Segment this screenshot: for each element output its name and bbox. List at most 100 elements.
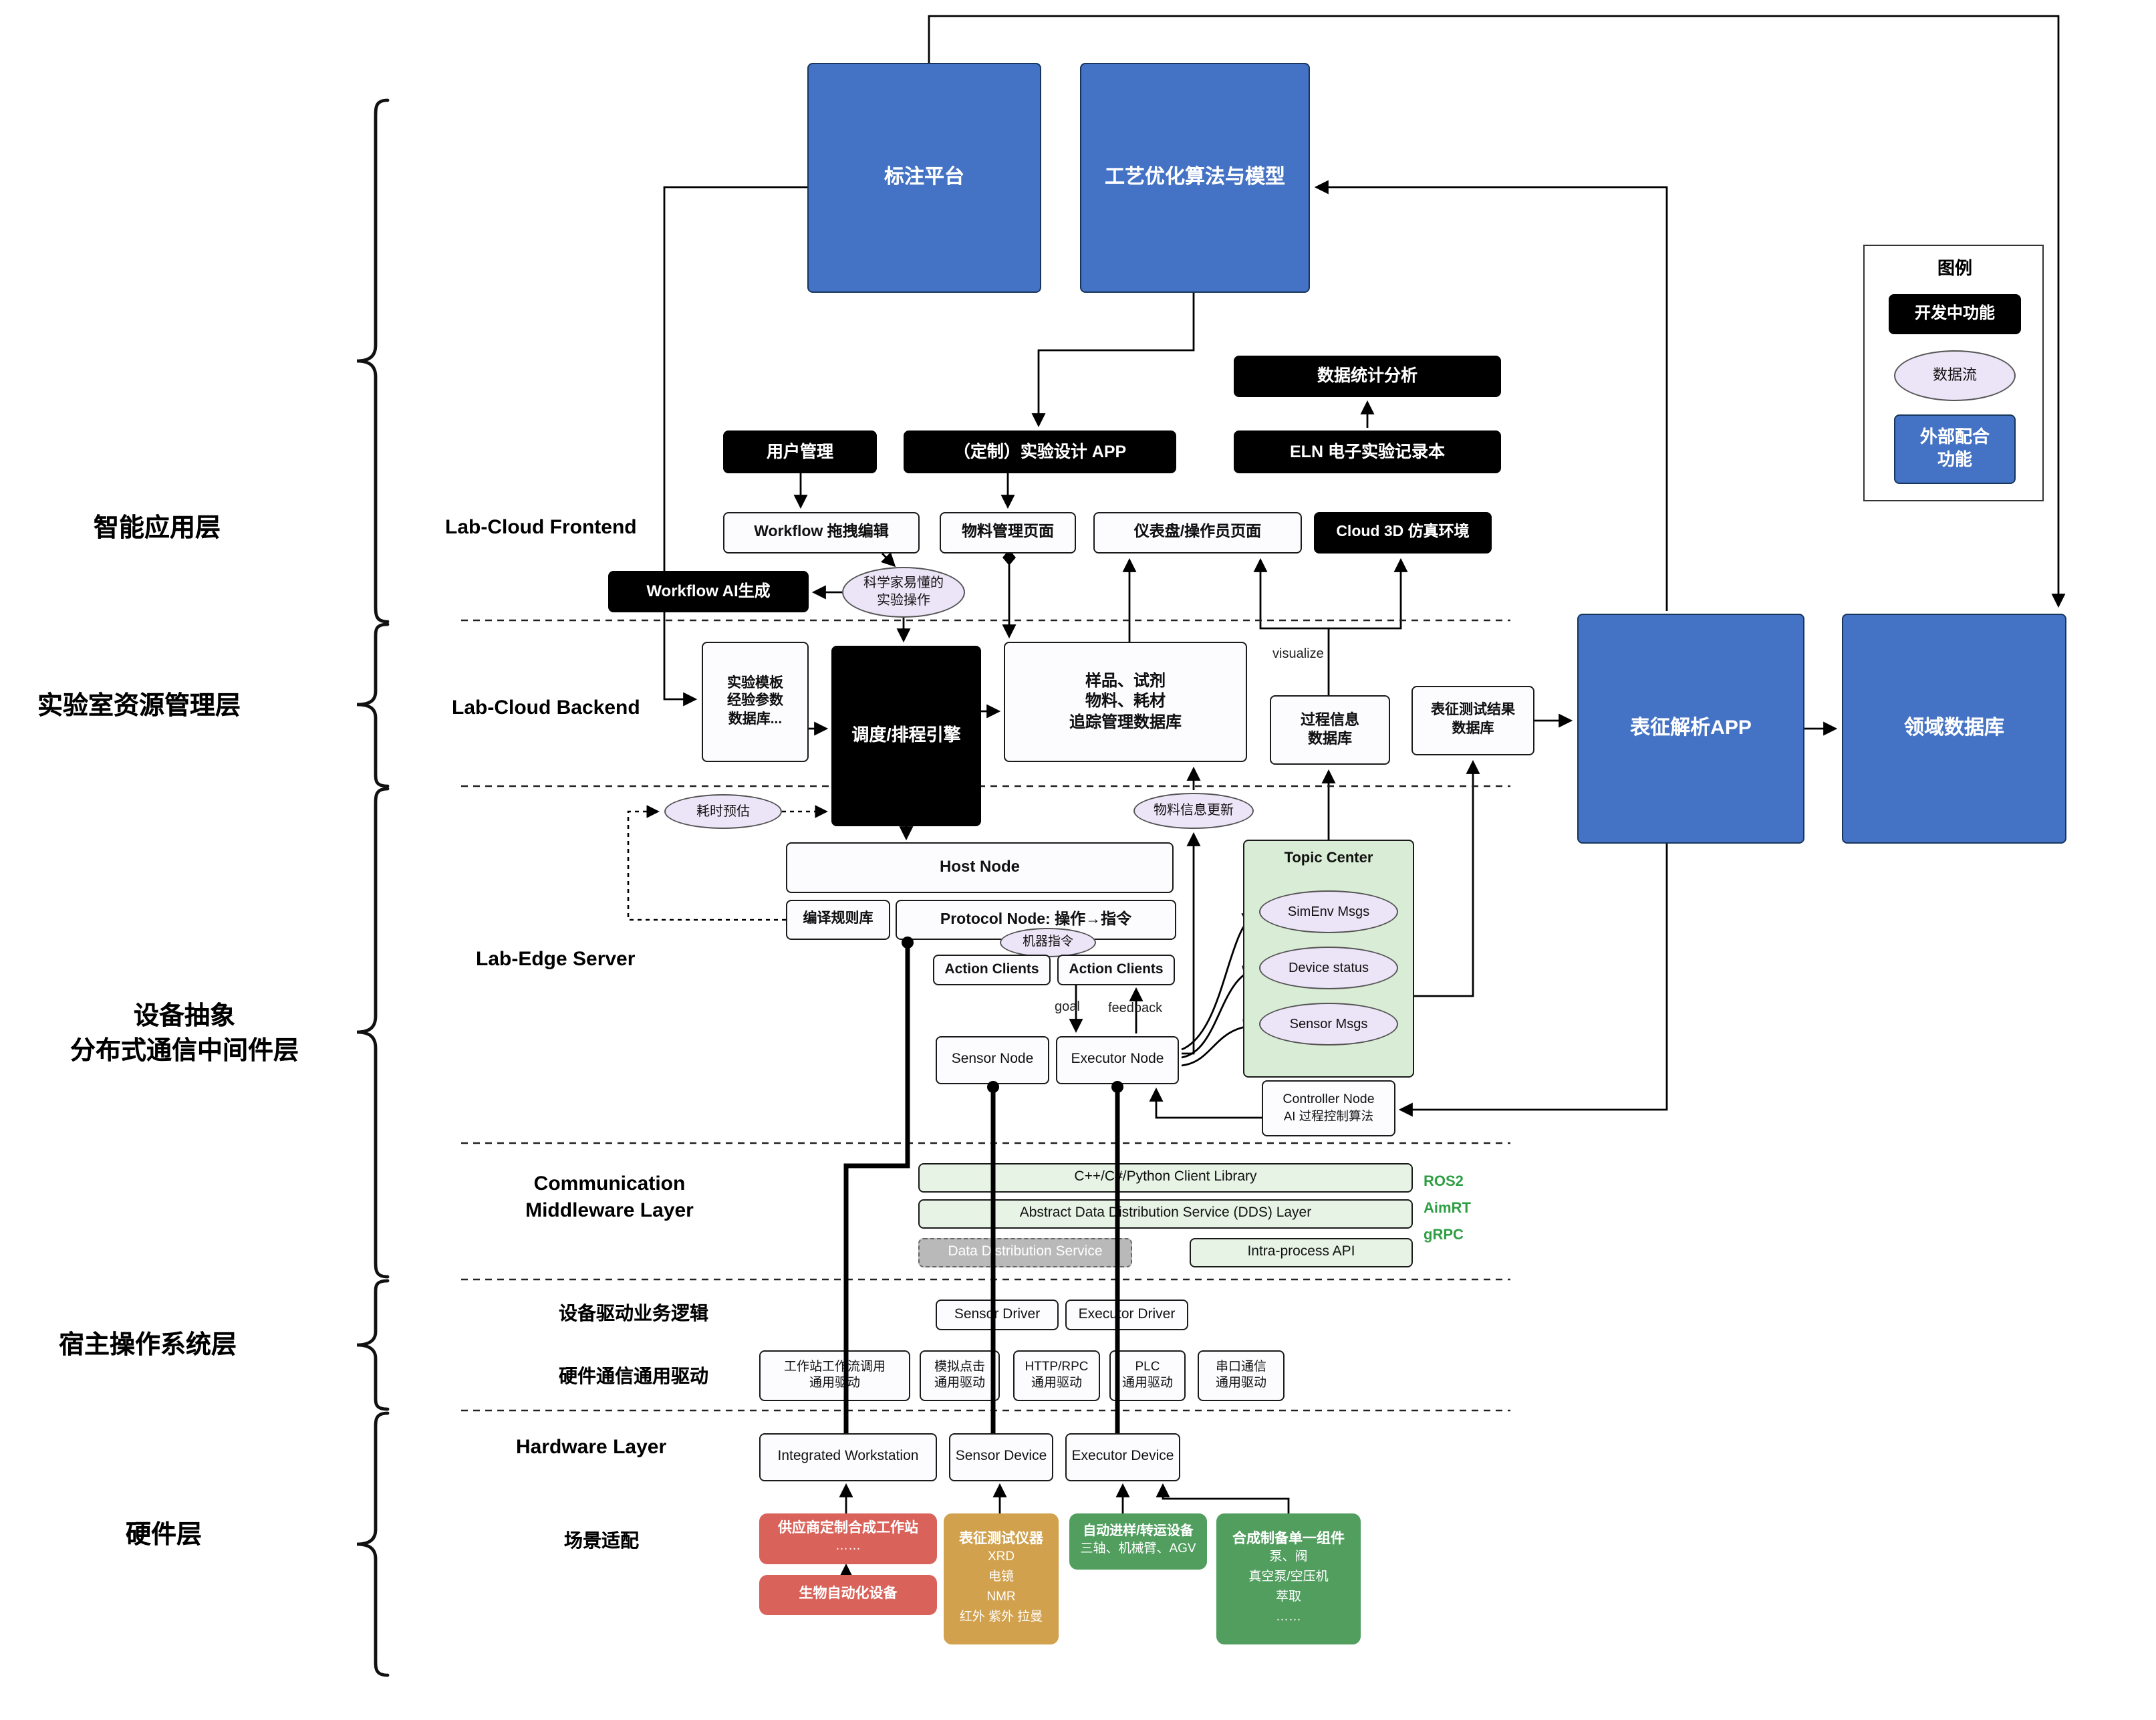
brace-host-os [356, 1279, 390, 1411]
node-domain-db: 领域数据库 [1842, 614, 2066, 844]
section-label-comm-middleware: Communication Middleware Layer [525, 1173, 694, 1223]
section-label-frontend: Lab-Cloud Frontend [445, 516, 637, 539]
node-synthesis-components: 合成制备单一组件 泵、阀 真空泵/空压机 萃取 …… [1216, 1513, 1361, 1644]
node-http-driver: HTTP/RPC 通用驱动 [1013, 1350, 1100, 1401]
section-label-edge-server: Lab-Edge Server [476, 948, 636, 971]
node-action-clients-left: Action Clients [933, 955, 1051, 985]
node-simenv-msgs: SimEnv Msgs [1259, 890, 1398, 933]
node-char-result-db: 表征测试结果 数据库 [1411, 686, 1534, 755]
vendor-workstation-title: 供应商定制合成工作站 [778, 1519, 918, 1536]
node-material-info-update: 物料信息更新 [1133, 793, 1254, 829]
tag-aimrt: AimRT [1424, 1201, 1471, 1217]
node-process-optimization: 工艺优化算法与模型 [1080, 63, 1310, 293]
edge-process-db-to-dashboard [1253, 558, 1330, 695]
section-label-backend: Lab-Cloud Backend [452, 697, 640, 719]
transfer-devices-body: 三轴、机械臂、AGV [1080, 1542, 1196, 1557]
node-dashboard-page: 仪表盘/操作员页面 [1093, 512, 1302, 554]
node-ws-flow-driver: 工作站工作流调用 通用驱动 [759, 1350, 910, 1401]
edge-executor-to-material-update [1182, 832, 1201, 1055]
node-serial-driver: 串口通信 通用驱动 [1198, 1350, 1285, 1401]
node-process-info-db: 过程信息 数据库 [1270, 695, 1390, 765]
node-controller-node: Controller Node AI 过程控制算法 [1262, 1080, 1395, 1136]
node-host-node: Host Node [786, 842, 1174, 893]
edge-node-to-sensor-msgs [1181, 1019, 1258, 1067]
section-label-device-driver-logic: 设备驱动业务逻辑 [559, 1302, 708, 1324]
node-executor-driver: Executor Driver [1065, 1300, 1188, 1330]
edge-annotation-to-template-db [663, 186, 807, 707]
node-device-status: Device status [1259, 947, 1398, 989]
node-workflow-ai-gen: Workflow AI生成 [608, 571, 809, 612]
topic-center-title: Topic Center [1284, 850, 1373, 866]
edge-controller-to-executor [1149, 1087, 1262, 1119]
legend-panel: 图例 开发中功能 数据流 外部配合 功能 [1863, 245, 2044, 501]
section-label-hw-comm-driver: 硬件通信通用驱动 [559, 1365, 708, 1386]
node-dds-service: Data Distribution Service [918, 1238, 1132, 1267]
node-plc-driver: PLC 通用驱动 [1109, 1350, 1186, 1401]
char-instruments-body: XRD 电镜 NMR 红外 紫外 拉曼 [959, 1550, 1043, 1624]
node-sensor-msgs: Sensor Msgs [1259, 1003, 1398, 1046]
controller-node-title: Controller Node [1283, 1092, 1375, 1107]
node-vendor-workstation: 供应商定制合成工作站 …… [759, 1513, 937, 1564]
node-transfer-devices: 自动进样/转运设备 三轴、机械臂、AGV [1069, 1513, 1207, 1570]
tag-grpc: gRPC [1424, 1227, 1464, 1243]
legend-developing: 开发中功能 [1889, 294, 2021, 334]
edge-label-feedback: feedback [1108, 1001, 1163, 1016]
bio-automation-title: 生物自动化设备 [799, 1586, 898, 1602]
node-char-analysis-app: 表征解析APP [1577, 614, 1804, 844]
node-client-library: C++/C#/Python Client Library [918, 1163, 1413, 1193]
node-custom-experiment-app: （定制）实验设计 APP [904, 431, 1176, 473]
edge-process-db-to-cloud3d [1329, 558, 1408, 630]
legend-dataflow: 数据流 [1894, 350, 2016, 401]
node-machine-cmd: 机器指令 [1000, 928, 1096, 957]
transfer-devices-title: 自动进样/转运设备 [1083, 1524, 1194, 1540]
edge-optimization-to-custom-app [1031, 293, 1195, 428]
edge-top-loop-to-domain-db [928, 15, 2066, 608]
edge-rules-to-time-estimation [627, 805, 786, 921]
brace-intelligent-app [356, 98, 390, 624]
node-scientist-ops: 科学家易懂的 实验操作 [842, 567, 965, 618]
node-cloud-3d-sim: Cloud 3D 仿真环境 [1314, 512, 1492, 554]
layer-label-intelligent-app: 智能应用层 [94, 515, 221, 543]
legend-title: 图例 [1937, 258, 1972, 278]
node-user-management: 用户管理 [723, 431, 877, 473]
diamond-connector [1002, 549, 1016, 566]
layer-label-lab-resource: 实验室资源管理层 [37, 693, 241, 721]
layer-label-hardware: 硬件层 [126, 1521, 203, 1550]
edge-topic-center-to-char-db [1414, 759, 1480, 997]
controller-node-body: AI 过程控制算法 [1283, 1110, 1374, 1124]
edge-char-app-to-controller [1398, 844, 1668, 1117]
node-compile-rule-lib: 编译规则库 [786, 900, 890, 940]
node-template-db: 实验模板 经验参数 数据库... [702, 642, 809, 762]
node-annotation-platform: 标注平台 [807, 63, 1041, 293]
section-label-hardware-layer: Hardware Layer [516, 1436, 667, 1459]
node-sensor-driver: Sensor Driver [936, 1300, 1059, 1330]
node-bio-automation: 生物自动化设备 [759, 1575, 937, 1615]
layer-label-device-abstraction: 设备抽象 分布式通信中间件层 [70, 1003, 299, 1066]
node-intra-process-api: Intra-process API [1190, 1238, 1413, 1267]
node-action-clients-right: Action Clients [1057, 955, 1175, 985]
node-sample-tracking-db: 样品、试剂 物料、耗材 追踪管理数据库 [1004, 642, 1247, 762]
node-workflow-drag-edit: Workflow 拖拽编辑 [723, 512, 920, 554]
edge-synthesis-to-executor-device [1156, 1483, 1290, 1513]
tag-ros2: ROS2 [1424, 1174, 1464, 1190]
char-instruments-title: 表征测试仪器 [959, 1530, 1043, 1547]
edge-label-goal: goal [1055, 1000, 1080, 1015]
node-sensor-node: Sensor Node [936, 1036, 1049, 1084]
edge-label-visualize: visualize [1272, 647, 1324, 662]
node-material-mgmt-page: 物料管理页面 [940, 512, 1076, 554]
edge-char-app-to-optimization [1314, 180, 1668, 611]
node-integrated-workstation: Integrated Workstation [759, 1433, 937, 1481]
layer-label-host-os: 宿主操作系统层 [59, 1332, 237, 1360]
legend-external: 外部配合 功能 [1894, 414, 2016, 484]
vendor-workstation-body: …… [835, 1539, 861, 1554]
brace-lab-resource [356, 622, 390, 788]
synthesis-components-body: 泵、阀 真空泵/空压机 萃取 …… [1248, 1550, 1329, 1624]
node-scheduler-engine: 调度/排程引擎 [831, 646, 981, 826]
edge-workflow-edit-to-scientist-ops [880, 551, 896, 568]
node-executor-node: Executor Node [1056, 1036, 1179, 1084]
node-dds-abstract-layer: Abstract Data Distribution Service (DDS)… [918, 1199, 1413, 1229]
node-sensor-device: Sensor Device [949, 1433, 1053, 1481]
brace-device-abstraction [356, 787, 390, 1279]
node-char-instruments: 表征测试仪器 XRD 电镜 NMR 红外 紫外 拉曼 [944, 1513, 1059, 1644]
